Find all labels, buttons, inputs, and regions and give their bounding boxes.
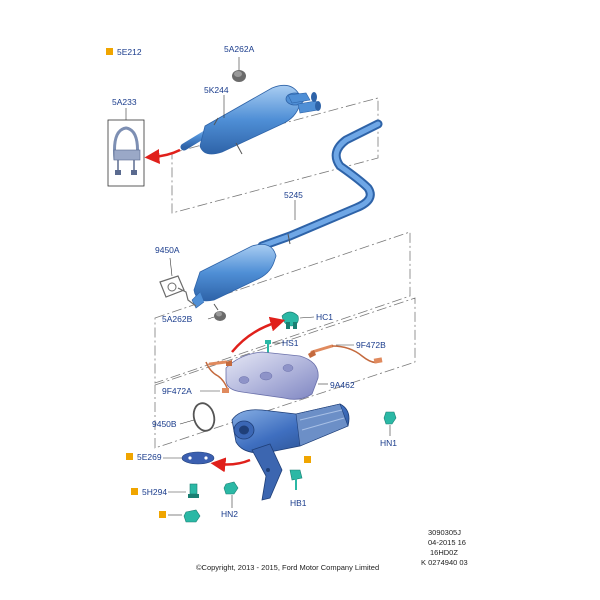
gasket-ring-9450B [192,402,216,432]
oxygen-sensor-9F472A [205,360,232,393]
nut-HN2 [223,481,239,495]
label-5A262A: 5A262A [224,44,255,54]
stud-5H294 [188,483,199,498]
label-5A233: 5A233 [112,97,137,107]
clamp-5A233-callout [107,119,145,187]
marker-bracket-icon [304,456,311,463]
ref-code-1: 3090305J [428,528,461,537]
support-bracket [251,443,283,501]
label-HC1: HC1 [316,312,333,322]
heat-shield-9A462 [225,351,319,400]
gasket-5E269 [181,451,215,465]
red-arrow-clamp [144,148,181,165]
assembly-frame-middle [154,231,411,384]
label-9F472A: 9F472A [162,386,192,396]
rubber-mount-5A262B [213,303,226,321]
label-5A262B: 5A262B [162,314,193,324]
intermediate-pipe-5245 [257,119,383,251]
legend-marker-label: 5E212 [117,47,142,57]
copyright-notice: ©Copyright, 2013 - 2015, Ford Motor Comp… [196,563,379,572]
red-arrow-hc1 [231,316,286,353]
label-5E269: 5E269 [137,452,162,462]
red-arrow-5E269 [210,457,251,473]
legend-marker-icon [106,48,113,55]
nut-HN1 [383,411,397,425]
rear-muffler-5K244 [180,84,321,155]
rubber-mount-5A262A [232,57,246,82]
label-5245: 5245 [284,190,303,200]
label-5K244: 5K244 [204,85,229,95]
gasket-9450A [159,275,185,298]
label-HN1: HN1 [380,438,397,448]
ref-code-2: 04-2015 16 [428,538,466,547]
marker-5E269-icon [126,453,133,460]
label-9A462: 9A462 [330,380,355,390]
label-9F472B: 9F472B [356,340,386,350]
ref-code-4: K 0274940 03 [421,558,468,567]
catalytic-converter [231,403,350,454]
label-HS1: HS1 [282,338,299,348]
assembly-frame-lower [154,297,416,449]
label-9450A: 9450A [155,245,180,255]
label-9450B: 9450B [152,419,177,429]
nut-bottom [183,509,201,523]
clip-HC1 [281,311,299,329]
label-5H294: 5H294 [142,487,167,497]
label-HB1: HB1 [290,498,307,508]
ref-code-3: 16HD0Z [430,548,458,557]
bolt-HB1 [289,469,303,490]
oxygen-sensor-9F472B [308,344,383,364]
label-HN2: HN2 [221,509,238,519]
front-muffler [177,243,277,309]
marker-nut-icon [159,511,166,518]
assembly-frame-upper [171,97,379,214]
marker-5H294-icon [131,488,138,495]
